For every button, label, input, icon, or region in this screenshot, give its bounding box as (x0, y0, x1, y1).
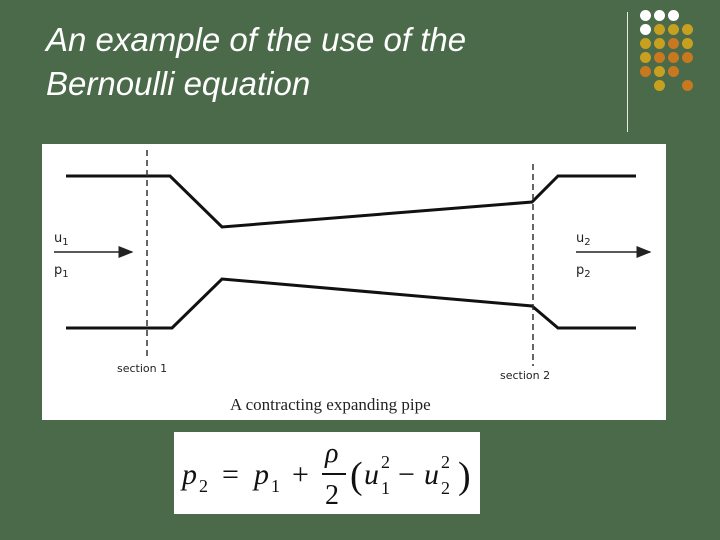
decorative-dot (682, 24, 693, 35)
pipe-diagram-svg: u1 p1 u2 p2 section 1 section 2 A contra… (54, 150, 652, 414)
eq-open-paren: ( (350, 455, 363, 497)
pipe-upper-wall (66, 174, 636, 229)
eq-term1-sub: 1 (271, 476, 280, 496)
pipe-diagram: u1 p1 u2 p2 section 1 section 2 A contra… (42, 144, 666, 420)
slide-title-line-2: Bernoulli equation (46, 65, 311, 102)
decorative-dot (654, 52, 665, 63)
eq-term1-var: p (252, 458, 269, 491)
eq-denominator: 2 (325, 480, 339, 511)
decorative-dot (668, 52, 679, 63)
decorative-dot (640, 24, 651, 35)
eq-u1-var: u (364, 458, 379, 491)
decorative-dot (682, 80, 693, 91)
decorative-dot (668, 24, 679, 35)
eq-minus: − (398, 458, 415, 491)
eq-u2-sub: 2 (441, 478, 450, 498)
eq-equals: = (222, 458, 239, 491)
eq-close-paren: ) (458, 455, 471, 497)
decorative-dot (668, 10, 679, 21)
decorative-dot (640, 52, 651, 63)
decorative-dot (654, 24, 665, 35)
pipe-lower-wall (66, 277, 636, 330)
section-1-label: section 1 (117, 362, 167, 375)
section-2-label: section 2 (500, 369, 550, 382)
decorative-dot (654, 80, 665, 91)
eq-lhs-var: p (180, 458, 197, 491)
eq-numerator: ρ (324, 438, 338, 469)
title-divider (627, 12, 628, 132)
slide-title: An example of the use of the Bernoulli e… (46, 18, 606, 106)
eq-u2-var: u (424, 458, 439, 491)
decorative-dot (668, 66, 679, 77)
equation-svg: p 2 = p 1 + ρ 2 ( u 2 1 − u 2 2 ) (180, 438, 471, 511)
diagram-caption: A contracting expanding pipe (230, 395, 431, 414)
eq-lhs-sub: 2 (199, 476, 208, 496)
outlet-velocity-label: u2 (576, 231, 591, 248)
decorative-dot (640, 10, 651, 21)
slide-title-line-1: An example of the use of the (46, 21, 467, 58)
eq-u1-sup: 2 (381, 452, 390, 472)
decorative-dot (682, 52, 693, 63)
decorative-dot (640, 66, 651, 77)
decorative-dot (668, 38, 679, 49)
eq-u1-sub: 1 (381, 478, 390, 498)
inlet-pressure-label: p1 (54, 263, 69, 280)
eq-plus: + (292, 458, 309, 491)
inlet-velocity-label: u1 (54, 231, 69, 248)
bernoulli-equation: p 2 = p 1 + ρ 2 ( u 2 1 − u 2 2 ) (174, 432, 480, 514)
decorative-dot (654, 10, 665, 21)
decorative-dot (654, 66, 665, 77)
outlet-pressure-label: p2 (576, 263, 591, 280)
eq-u2-sup: 2 (441, 452, 450, 472)
decorative-dot (654, 38, 665, 49)
decorative-dot (682, 38, 693, 49)
decorative-dot (640, 38, 651, 49)
